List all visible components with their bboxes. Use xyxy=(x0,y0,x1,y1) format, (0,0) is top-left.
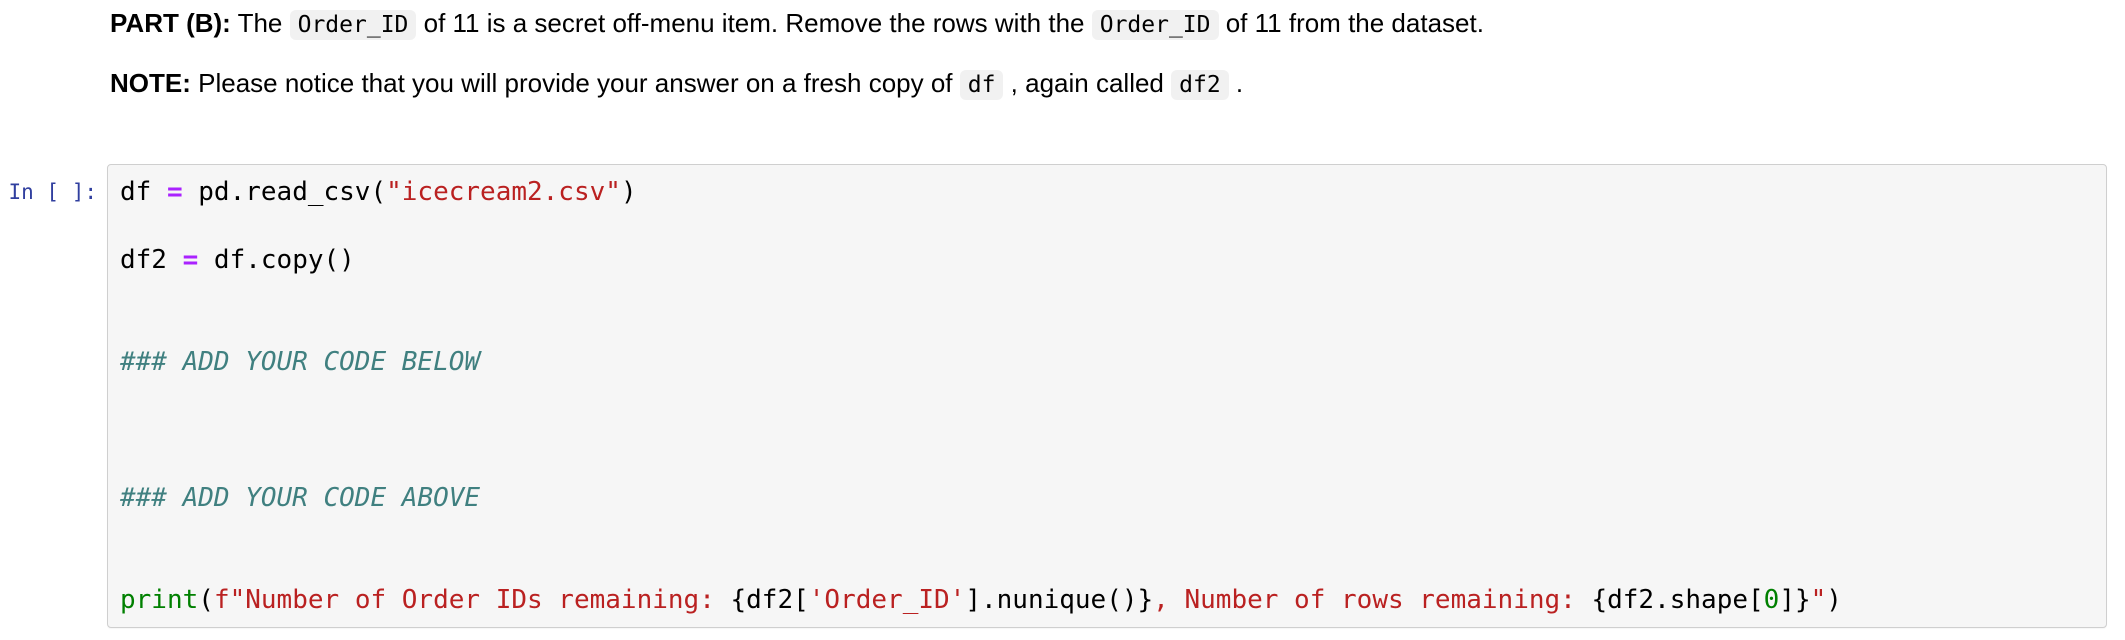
code-line xyxy=(120,379,2094,413)
inline-code-order-id-1: Order_ID xyxy=(289,10,417,40)
code-token-plain: pd.read_csv( xyxy=(182,177,387,207)
code-editor[interactable]: df = pd.read_csv("icecream2.csv") df2 = … xyxy=(107,164,2107,628)
note-text-2: , again called xyxy=(1003,68,1172,98)
inline-code-df: df xyxy=(959,70,1004,100)
code-line xyxy=(120,447,2094,481)
note-text-3: . xyxy=(1228,68,1244,98)
code-token-str: " xyxy=(1810,585,1827,615)
code-line: df = pd.read_csv("icecream2.csv") xyxy=(120,175,2094,209)
code-token-plain: ]} xyxy=(1779,585,1811,615)
code-token-op: = xyxy=(166,177,183,207)
code-line xyxy=(120,413,2094,447)
code-token-plain: ) xyxy=(1826,585,1842,615)
code-token-plain: df.copy() xyxy=(198,245,355,275)
part-b-text-1: The xyxy=(230,8,290,38)
part-b-label: PART (B): xyxy=(110,8,231,38)
code-token-str: , Number of rows remaining: xyxy=(1153,585,1592,615)
markdown-paragraph-part-b: PART (B): The Order_ID of 11 is a secret… xyxy=(110,6,2095,42)
code-line xyxy=(120,209,2094,243)
cell-input-prompt: In [ ]: xyxy=(8,180,97,204)
code-line: ### ADD YOUR CODE ABOVE xyxy=(120,481,2094,515)
inline-code-order-id-2: Order_ID xyxy=(1091,10,1219,40)
markdown-paragraph-note: NOTE: Please notice that you will provid… xyxy=(110,66,2095,102)
code-token-plain: {df2.shape[ xyxy=(1591,585,1764,615)
code-line xyxy=(120,311,2094,345)
code-lines: df = pd.read_csv("icecream2.csv") df2 = … xyxy=(120,175,2094,617)
code-cell: In [ ]: df = pd.read_csv("icecream2.csv"… xyxy=(0,164,2125,628)
code-line xyxy=(120,549,2094,583)
code-line: print(f"Number of Order IDs remaining: {… xyxy=(120,583,2094,617)
code-line: ### ADD YOUR CODE BELOW xyxy=(120,345,2094,379)
note-text-1: Please notice that you will provide your… xyxy=(190,68,960,98)
code-token-comment: ### ADD YOUR CODE BELOW xyxy=(120,347,481,377)
markdown-cell: PART (B): The Order_ID of 11 is a secret… xyxy=(0,0,2125,102)
code-token-plain: ].nunique()} xyxy=(965,585,1154,615)
code-token-plain: ) xyxy=(620,177,637,207)
code-token-str: f"Number of Order IDs remaining: xyxy=(213,585,731,615)
code-token-num: 0 xyxy=(1763,585,1780,615)
part-b-text-2: of 11 is a secret off-menu item. Remove … xyxy=(416,8,1092,38)
note-label: NOTE: xyxy=(110,68,191,98)
code-token-plain: ( xyxy=(198,585,214,615)
code-token-str: 'Order_ID' xyxy=(808,585,966,615)
code-token-str: "icecream2.csv" xyxy=(386,177,621,207)
part-b-text-3: of 11 from the dataset. xyxy=(1218,8,1484,38)
code-token-builtin: print xyxy=(120,585,199,615)
code-token-comment: ### ADD YOUR CODE ABOVE xyxy=(120,483,481,513)
code-token-op: = xyxy=(182,245,199,275)
code-token-plain: {df2[ xyxy=(730,585,809,615)
code-token-plain: df2 xyxy=(120,245,183,275)
code-line xyxy=(120,515,2094,549)
code-line xyxy=(120,277,2094,311)
code-token-plain: df xyxy=(120,177,167,207)
code-line: df2 = df.copy() xyxy=(120,243,2094,277)
inline-code-df2: df2 xyxy=(1171,70,1229,100)
